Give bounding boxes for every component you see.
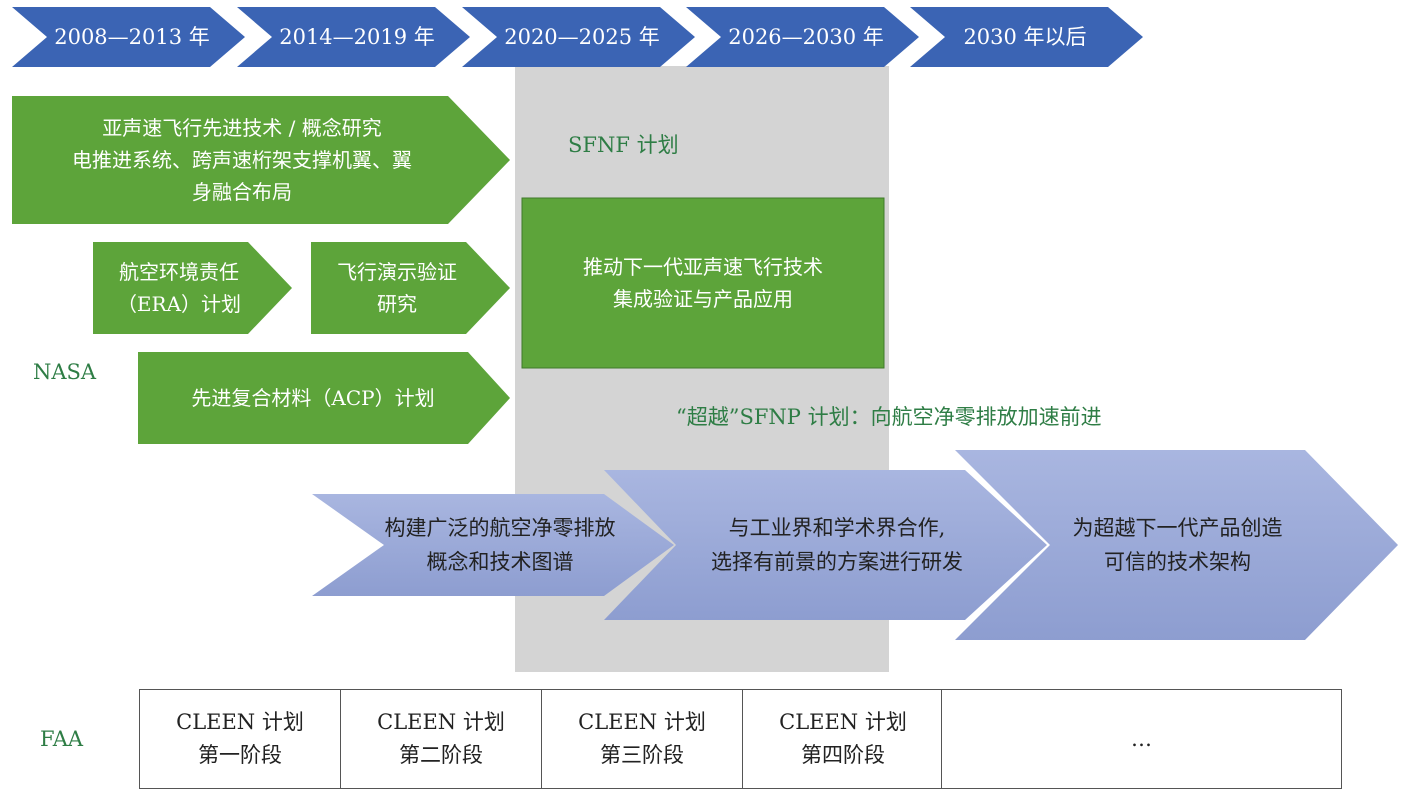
flight-demo-arrow <box>311 242 510 334</box>
sfnp-step-1-line-1: 构建广泛的航空净零排放 <box>384 516 616 540</box>
sfnp-step-2-text: 与工业界和学术界合作, 选择有前景的方案进行研发 <box>672 470 1002 620</box>
era-arrow <box>93 242 292 334</box>
faa-phase-3-line-2: 第三阶段 <box>600 743 684 767</box>
faa-phase-2-line-2: 第二阶段 <box>399 743 483 767</box>
faa-phase-2: CLEEN 计划 第二阶段 <box>340 689 542 789</box>
sfnf-box-text: 推动下一代亚声速飞行技术 集成验证与产品应用 <box>522 198 884 368</box>
advanced-tech-line-3: 身融合布局 <box>192 180 292 204</box>
era-text: 航空环境责任 （ERA）计划 <box>93 242 265 334</box>
faa-phase-2-line-1: CLEEN 计划 <box>377 710 505 734</box>
acp-arrow <box>138 352 510 444</box>
sfnp-step-1-line-2: 概念和技术图谱 <box>426 550 574 574</box>
timeline-label-2: 2014—2019 年 <box>279 25 435 49</box>
advanced-tech-line-2: 电推进系统、跨声速桁架支撑机翼、翼 <box>72 148 412 172</box>
faa-phase-4: CLEEN 计划 第四阶段 <box>742 689 944 789</box>
era-line-1: 航空环境责任 <box>119 260 239 284</box>
timeline-label-5: 2030 年以后 <box>963 25 1087 49</box>
timeline-chevron-1 <box>12 7 245 67</box>
timeline-chevron-2 <box>237 7 470 67</box>
timeline-chevron-3 <box>462 7 695 67</box>
sfnf-box <box>521 197 885 369</box>
sfnf-title: SFNF 计划 <box>568 133 679 157</box>
sfnp-step-2-arrow <box>604 470 1047 620</box>
advanced-tech-arrow <box>12 96 510 224</box>
sfnp-step-2-line-1: 与工业界和学术界合作, <box>728 516 946 540</box>
faa-label: FAA <box>40 727 84 751</box>
faa-phase-1-line-2: 第一阶段 <box>198 743 282 767</box>
faa-phase-more-text: … <box>1131 726 1152 751</box>
timeline-label-1: 2008—2013 年 <box>54 25 210 49</box>
sfnp-step-2-line-2: 选择有前景的方案进行研发 <box>711 550 963 574</box>
flight-demo-line-2: 研究 <box>377 292 417 316</box>
era-line-2: （ERA）计划 <box>116 292 242 316</box>
faa-phase-4-line-2: 第四阶段 <box>801 743 885 767</box>
sfnp-step-1-arrow <box>312 494 674 596</box>
sfnp-step-1-text: 构建广泛的航空净零排放 概念和技术图谱 <box>350 494 650 596</box>
faa-phase-4-line-1: CLEEN 计划 <box>779 710 907 734</box>
acp-text: 先进复合材料（ACP）计划 <box>191 386 435 410</box>
sfnp-step-3-text: 为超越下一代产品创造 可信的技术架构 <box>1040 450 1315 640</box>
sfnf-box-line-2: 集成验证与产品应用 <box>613 287 793 311</box>
nasa-label: NASA <box>33 360 97 384</box>
sfnf-box-line-1: 推动下一代亚声速飞行技术 <box>583 255 823 279</box>
timeline-label-4: 2026—2030 年 <box>728 25 884 49</box>
flight-demo-line-1: 飞行演示验证 <box>337 260 457 284</box>
faa-phase-3: CLEEN 计划 第三阶段 <box>541 689 743 789</box>
timeline-label-3: 2020—2025 年 <box>504 25 660 49</box>
timeline-chevron-5 <box>910 7 1143 67</box>
flight-demo-text: 飞行演示验证 研究 <box>311 242 483 334</box>
sfnp-step-3-line-2: 可信的技术架构 <box>1104 550 1251 574</box>
faa-phase-1-line-1: CLEEN 计划 <box>176 710 304 734</box>
sfnp-step-3-arrow <box>955 450 1398 640</box>
advanced-tech-text: 亚声速飞行先进技术 / 概念研究 电推进系统、跨声速桁架支撑机翼、翼 身融合布局 <box>12 96 472 224</box>
sfnp-title: “超越”SFNP 计划：向航空净零排放加速前进 <box>676 405 1102 429</box>
advanced-tech-line-1: 亚声速飞行先进技术 / 概念研究 <box>102 116 382 140</box>
faa-phase-1: CLEEN 计划 第一阶段 <box>139 689 341 789</box>
faa-phase-3-line-1: CLEEN 计划 <box>578 710 706 734</box>
timeline-chevron-4 <box>686 7 919 67</box>
faa-phase-more: … <box>941 689 1342 789</box>
sfnp-step-3-line-1: 为超越下一代产品创造 <box>1072 516 1283 540</box>
